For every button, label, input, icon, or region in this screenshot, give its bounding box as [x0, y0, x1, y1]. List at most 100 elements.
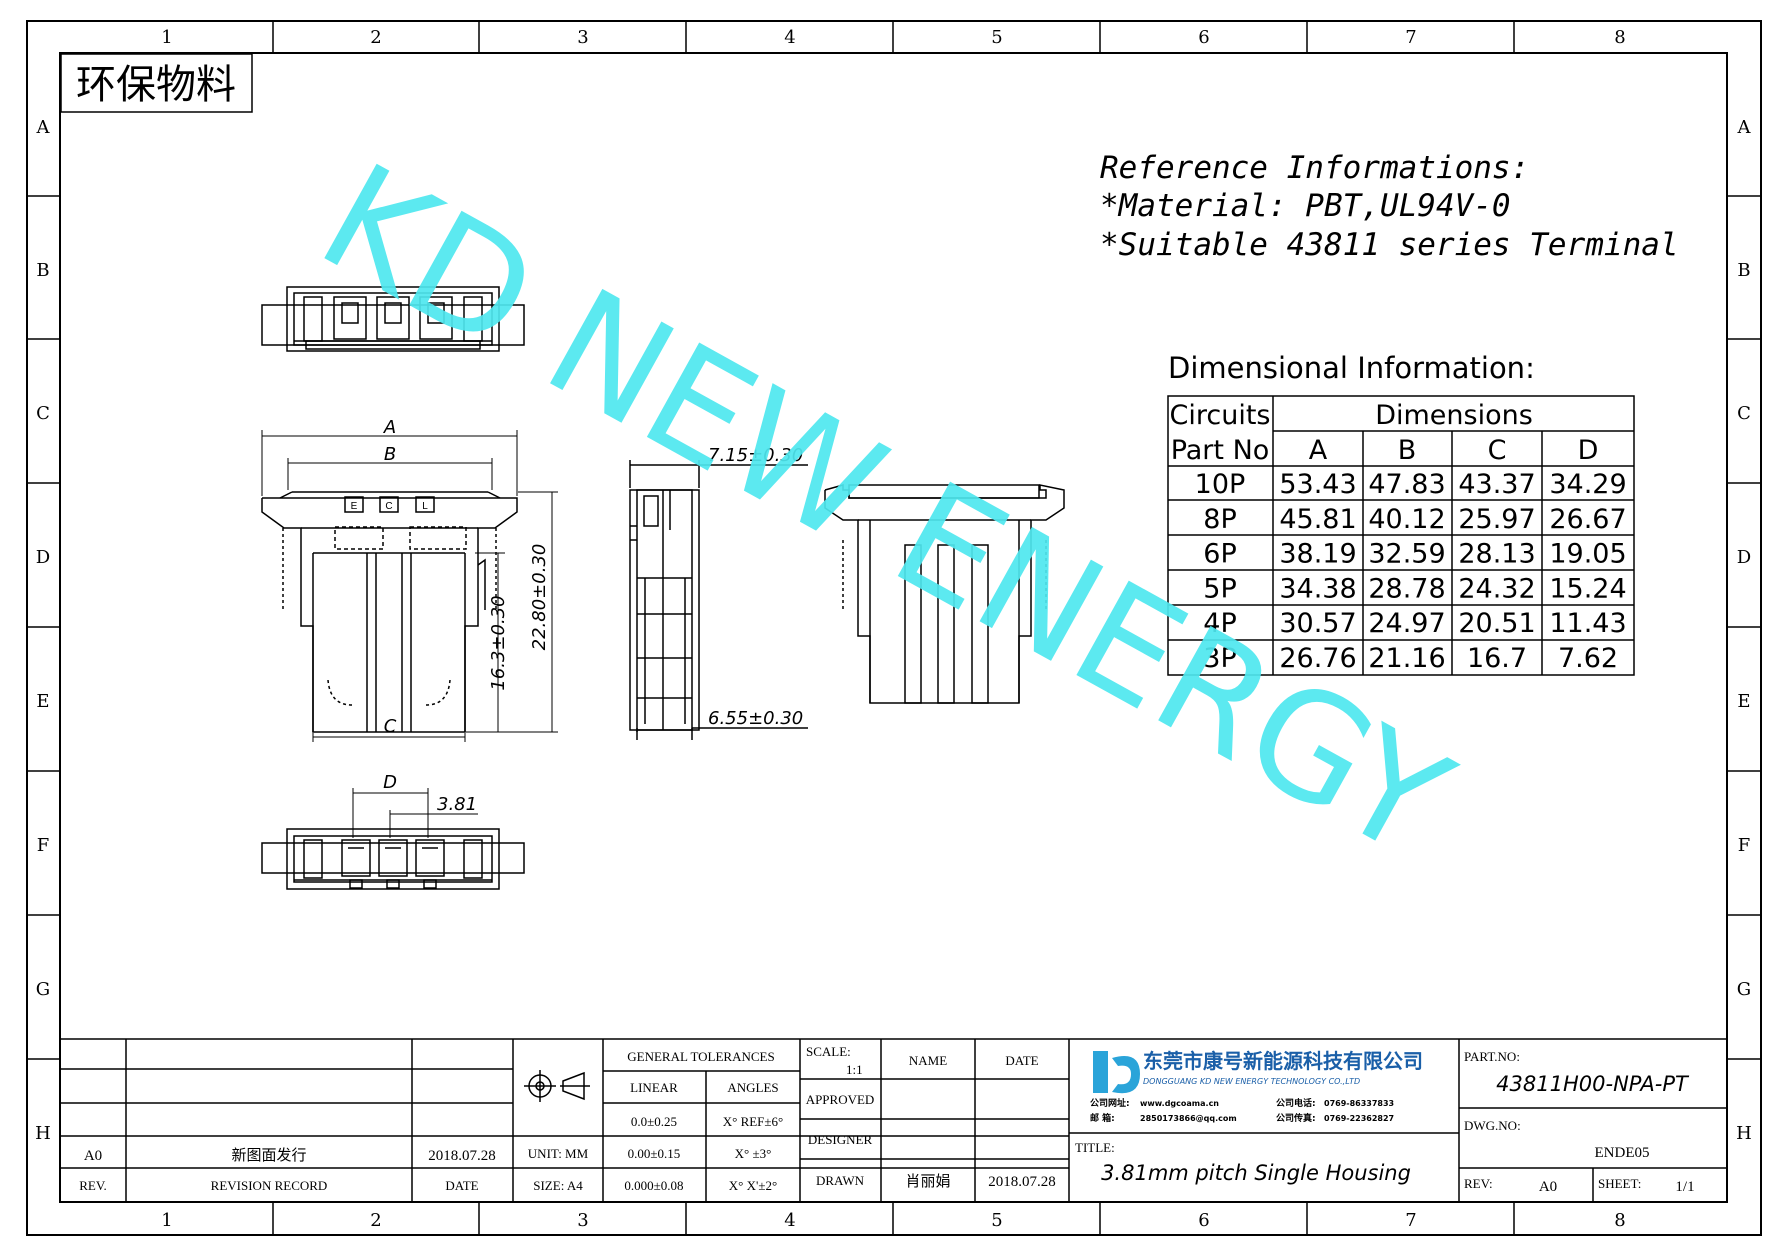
zone-row-g-left: G — [36, 979, 50, 1000]
sheet-value: 1/1 — [1675, 1179, 1694, 1195]
drawing-number-value: ENDE05 — [1595, 1145, 1650, 1161]
reference-info: Reference Informations: *Material: PBT,U… — [1100, 150, 1679, 263]
dimension-cell-part: 10P — [1195, 469, 1246, 500]
size-label: SIZE: A4 — [533, 1178, 583, 1193]
zone-col-4-top: 4 — [784, 27, 795, 48]
dimension-cell-c: 20.51 — [1458, 608, 1535, 639]
dim-label-c: C — [384, 716, 397, 737]
side-view — [629, 460, 808, 740]
zone-dividers — [27, 21, 1761, 1235]
dimension-cell-a: 26.76 — [1279, 643, 1356, 674]
dim-label-a: A — [383, 417, 396, 438]
approved-label: APPROVED — [806, 1092, 875, 1107]
dimension-cell-d: 34.29 — [1549, 469, 1626, 500]
zone-row-b-right: B — [1737, 260, 1750, 281]
part-number-value: 43811H00-NPA-PT — [1496, 1072, 1690, 1096]
dimension-table — [1167, 395, 1635, 676]
drawn-label: DRAWN — [816, 1173, 865, 1188]
zone-row-h-left: H — [35, 1123, 51, 1144]
scale-label: SCALE: — [806, 1044, 851, 1059]
dimension-cell-c: 24.32 — [1458, 573, 1535, 604]
dimension-col-a: A — [1309, 435, 1328, 466]
cavity-label-c: C — [385, 501, 392, 512]
dimension-cell-c: 28.13 — [1458, 539, 1535, 570]
company-logo — [1093, 1051, 1140, 1094]
title-label: TITLE: — [1075, 1140, 1115, 1155]
dim-label-h2: 22.80±0.30 — [529, 544, 550, 651]
dimension-cell-part: 8P — [1203, 504, 1236, 535]
dimension-col-d: D — [1578, 435, 1599, 466]
dimension-cell-d: 19.05 — [1549, 539, 1626, 570]
dimension-cell-b: 32.59 — [1368, 539, 1445, 570]
dimension-cell-d: 26.67 — [1549, 504, 1626, 535]
linear-tolerance-3: 0.000±0.08 — [624, 1178, 683, 1193]
dimension-cell-b: 28.78 — [1368, 573, 1445, 604]
zone-labels: 1 2 3 4 5 6 7 8 1 2 3 4 5 6 7 8 A B C D … — [35, 27, 1752, 1231]
zone-col-1-top: 1 — [161, 27, 172, 48]
connector-drawing — [261, 286, 1065, 890]
zone-col-7-bottom: 7 — [1405, 1210, 1416, 1231]
eco-badge-frame — [60, 53, 253, 113]
drawing-number-label: DWG.NO: — [1464, 1118, 1521, 1133]
zone-row-c-left: C — [36, 403, 50, 424]
top-view — [261, 286, 525, 352]
revision-short-label: REV: — [1464, 1176, 1493, 1191]
zone-row-e-left: E — [36, 691, 49, 712]
name-label: NAME — [909, 1053, 947, 1068]
date-column-label: DATE — [1005, 1053, 1038, 1068]
zone-col-1-bottom: 1 — [161, 1210, 172, 1231]
company-phone-value: 0769-86337833 — [1324, 1099, 1394, 1108]
title-block-grid — [60, 1038, 1727, 1202]
projection-symbol — [524, 1070, 590, 1102]
company-name-cn: 东莞市康号新能源科技有限公司 — [1143, 1049, 1423, 1073]
zone-col-5-bottom: 5 — [991, 1210, 1002, 1231]
zone-col-6-bottom: 6 — [1198, 1210, 1209, 1231]
zone-col-3-bottom: 3 — [577, 1210, 588, 1231]
dim-label-b: B — [384, 444, 396, 465]
dim-label-d: D — [383, 772, 397, 793]
dimension-col-b: B — [1398, 435, 1417, 466]
company-name-en: DONGGUANG KD NEW ENERGY TECHNOLOGY CO.,L… — [1143, 1077, 1360, 1086]
zone-col-3-top: 3 — [577, 27, 588, 48]
dimension-cell-b: 24.97 — [1368, 608, 1445, 639]
dimension-cell-a: 34.38 — [1279, 573, 1356, 604]
zone-row-c-right: C — [1737, 403, 1751, 424]
reference-title: Reference Informations: — [1100, 150, 1529, 186]
scale-value: 1:1 — [846, 1062, 863, 1077]
revision-date-value: 2018.07.28 — [428, 1148, 496, 1164]
zone-row-d-left: D — [36, 547, 50, 568]
angle-tolerance-3: X° X'±2° — [729, 1178, 777, 1193]
drawing-dimension-labels: A B C 16.3±0.30 22.80±0.30 7.15±0.30 6.5… — [351, 417, 804, 815]
company-website-label: 公司网址: — [1090, 1097, 1130, 1109]
dimension-cell-a: 45.81 — [1279, 504, 1356, 535]
bottom-view — [261, 828, 525, 890]
dimension-cell-part: 4P — [1203, 608, 1236, 639]
sheet-label: SHEET: — [1598, 1176, 1641, 1191]
zone-row-a-left: A — [36, 117, 51, 138]
linear-tolerance-1: 0.0±0.25 — [631, 1114, 677, 1129]
designer-label: DESIGNER — [808, 1132, 873, 1147]
zone-row-e-right: E — [1737, 691, 1750, 712]
zone-col-6-top: 6 — [1198, 27, 1209, 48]
date-label: DATE — [445, 1178, 478, 1193]
dimension-head-partno: Part No — [1171, 435, 1270, 466]
reference-terminal: *Suitable 43811 series Terminal — [1100, 227, 1679, 263]
dimension-cell-d: 7.62 — [1558, 643, 1618, 674]
revision-record-value: 新图面发行 — [231, 1146, 306, 1164]
dim-label-pitch: 3.81 — [437, 794, 477, 815]
company-info: 东莞市康号新能源科技有限公司 DONGGUANG KD NEW ENERGY T… — [1090, 1049, 1423, 1124]
zone-row-a-right: A — [1737, 117, 1752, 138]
dimension-cell-c: 25.97 — [1458, 504, 1535, 535]
dimension-cell-c: 43.37 — [1458, 469, 1535, 500]
title-block-text: A0 新图面发行 2018.07.28 REV. REVISION RECORD… — [79, 1044, 1694, 1195]
revision-value: A0 — [84, 1148, 102, 1164]
drawn-name: 肖丽娟 — [905, 1172, 950, 1190]
company-fax-value: 0769-22362827 — [1324, 1114, 1394, 1123]
company-email-value: 2850173866@qq.com — [1140, 1114, 1237, 1123]
linear-label: LINEAR — [630, 1080, 678, 1095]
zone-col-5-top: 5 — [991, 27, 1002, 48]
dimension-table-text: Circuits Part No Dimensions A B C D — [1170, 400, 1599, 466]
dimension-cell-b: 40.12 — [1368, 504, 1445, 535]
part-number-label: PART.NO: — [1464, 1049, 1520, 1064]
